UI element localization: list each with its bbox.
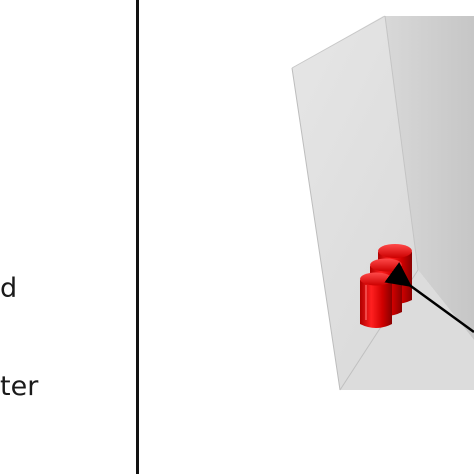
- box-right-face: [385, 16, 474, 340]
- tube-back-top: [378, 244, 412, 258]
- tube-front-top: [360, 272, 392, 286]
- box-edge-top: [291, 15, 386, 69]
- label-fragment-lower: ter: [0, 371, 39, 402]
- arrow-icon: [384, 262, 474, 334]
- box-edge-inner: [384, 15, 419, 271]
- box-edge-left: [291, 67, 341, 391]
- tube-middle-top: [370, 258, 402, 272]
- tube-front: [360, 280, 392, 328]
- panel-divider: [136, 0, 139, 474]
- box-bottom-shade: [340, 270, 474, 390]
- label-fragment-upper: d: [0, 273, 18, 304]
